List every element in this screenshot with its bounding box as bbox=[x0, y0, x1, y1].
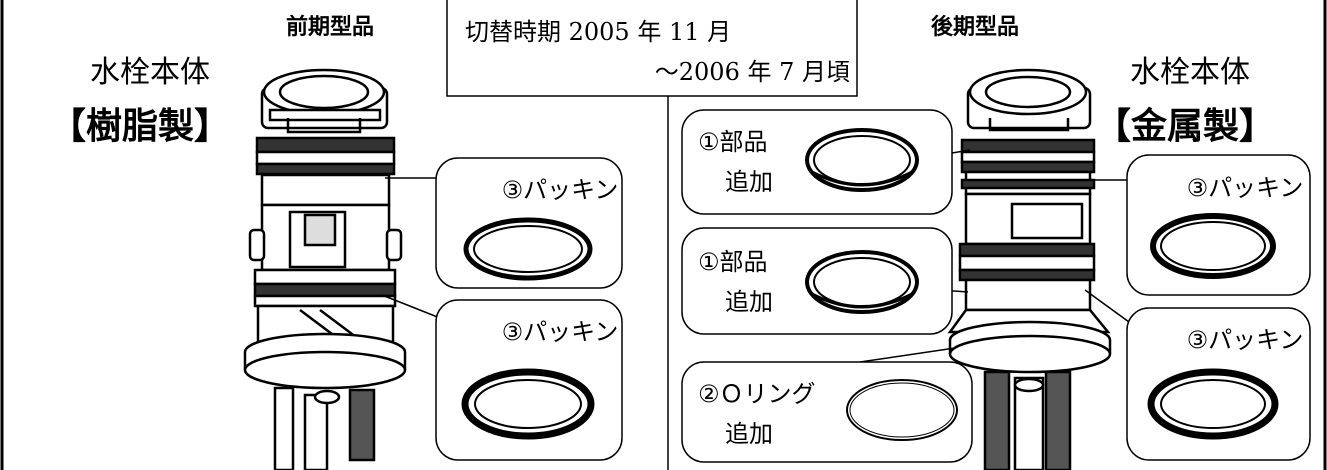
packing-ring-icon bbox=[463, 217, 593, 281]
left-body-title: 水栓本体 bbox=[90, 55, 210, 90]
packing-ring-icon bbox=[461, 368, 595, 440]
added-part-callout-1: ①部品 追加 bbox=[681, 109, 971, 215]
added-part-label-line1: ①部品 bbox=[698, 248, 768, 276]
added-ring-icon bbox=[805, 250, 919, 314]
left-cartridge bbox=[243, 68, 407, 470]
packing-label: ③パッキン bbox=[502, 176, 619, 204]
o-ring-label-line1: ②Ｏリング bbox=[698, 380, 816, 408]
packing-label: ③パッキン bbox=[1187, 174, 1304, 202]
added-part-label-line2: 追加 bbox=[725, 168, 773, 196]
left-material-label: 【樹脂製】 bbox=[50, 106, 230, 147]
o-ring-callout: ②Ｏリング 追加 bbox=[681, 347, 973, 463]
right-cartridge bbox=[947, 68, 1112, 470]
right-material-label: 【金属製】 bbox=[1095, 105, 1275, 147]
added-part-callout-2: ①部品 追加 bbox=[681, 227, 969, 335]
packing-label: ③パッキン bbox=[1187, 326, 1304, 354]
o-ring-label-line2: 追加 bbox=[725, 420, 773, 448]
switch-period-line1: 切替時期 2005 年 11 月 bbox=[465, 18, 731, 46]
left-header: 前期型品 bbox=[286, 14, 374, 40]
right-panel: 後期型品 水栓本体 【金属製】 bbox=[681, 14, 1311, 470]
added-ring-icon bbox=[805, 128, 919, 192]
right-packing-callout-1: ③パッキン bbox=[1090, 154, 1311, 296]
switch-period-line2: ～2006 年 7 月頃 bbox=[655, 58, 850, 86]
left-panel: 前期型品 水栓本体 【樹脂製】 bbox=[50, 14, 623, 470]
right-header: 後期型品 bbox=[931, 14, 1019, 40]
packing-ring-icon bbox=[1150, 213, 1276, 279]
left-packing-callout-2: ③パッキン bbox=[381, 294, 623, 461]
right-body-title: 水栓本体 bbox=[1130, 55, 1250, 90]
added-part-label-line1: ①部品 bbox=[698, 128, 768, 156]
added-part-label-line2: 追加 bbox=[725, 288, 773, 316]
packing-ring-icon bbox=[1147, 368, 1279, 440]
right-packing-callout-2: ③パッキン bbox=[1084, 289, 1311, 461]
switch-period-box: 切替時期 2005 年 11 月 ～2006 年 7 月頃 bbox=[446, 0, 858, 97]
o-ring-icon bbox=[846, 379, 958, 441]
left-packing-callout-1: ③パッキン bbox=[385, 157, 623, 289]
packing-label: ③パッキン bbox=[502, 318, 619, 346]
